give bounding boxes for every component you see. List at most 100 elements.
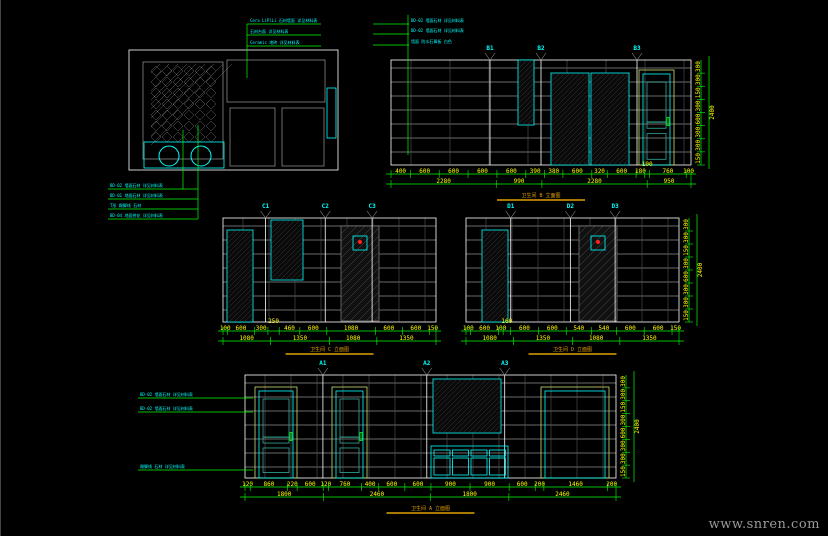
niche-pattern bbox=[340, 225, 374, 259]
plan-tile-diamond bbox=[172, 87, 184, 99]
glass-hatch-line bbox=[550, 73, 590, 113]
dimension-value: 600 bbox=[236, 325, 247, 332]
dimension-value: 600 bbox=[477, 168, 488, 175]
glass-hatch-line bbox=[226, 287, 254, 315]
height-dimension: 2400 bbox=[697, 262, 704, 277]
plan-floor-pattern bbox=[150, 63, 206, 119]
glass-hatch-line bbox=[590, 83, 630, 123]
dimension-total: 1800 bbox=[277, 491, 292, 498]
vanity-drawer bbox=[452, 449, 469, 457]
dimension-total: 1800 bbox=[462, 491, 477, 498]
glass-hatch-line bbox=[517, 107, 535, 125]
glass-hatch-line bbox=[590, 72, 601, 83]
dimension-value: 600 bbox=[479, 325, 490, 332]
dimension-value: 100 bbox=[495, 325, 506, 332]
glass-hatch-line bbox=[590, 118, 630, 158]
glass-hatch-line bbox=[238, 307, 254, 323]
elevation-title: 卫生间 C 立面图 bbox=[310, 346, 349, 353]
glass-hatch-line bbox=[481, 237, 509, 265]
dimension-value: 460 bbox=[284, 325, 295, 332]
vanity-door bbox=[470, 457, 488, 476]
glass-hatch-line bbox=[498, 312, 509, 323]
plan-tile-diamond bbox=[161, 98, 173, 110]
dimension-value: 600 bbox=[572, 168, 583, 175]
plan-tile-diamond bbox=[205, 87, 217, 99]
plan-tile-diamond bbox=[205, 76, 217, 88]
niche-pattern bbox=[579, 283, 618, 322]
dimension-total: 1080 bbox=[482, 335, 497, 342]
glass-hatch-line bbox=[226, 257, 254, 285]
glass-hatch-line bbox=[493, 307, 509, 323]
plan-outer-wall bbox=[128, 49, 339, 171]
glass-hatch-line bbox=[503, 317, 509, 323]
glass-hatch-line bbox=[550, 88, 590, 128]
glass-hatch-line bbox=[432, 378, 438, 384]
glass-hatch-line bbox=[481, 232, 509, 260]
niche-pattern bbox=[340, 235, 380, 275]
vanity-drawer bbox=[489, 449, 506, 457]
glass-hatch-line bbox=[270, 221, 304, 255]
niche-pattern bbox=[340, 251, 380, 291]
elevation-title: 卫生间 D 立面图 bbox=[553, 346, 592, 353]
glass-hatch-line bbox=[590, 72, 626, 108]
glass-hatch-line bbox=[572, 148, 590, 166]
dimension-total: 2280 bbox=[436, 178, 451, 185]
dimension-value: 1460 bbox=[568, 481, 583, 488]
glass-hatch-line bbox=[432, 378, 473, 419]
plan-floor-pattern bbox=[150, 63, 161, 74]
vertical-dimension-value: 300 bbox=[620, 453, 627, 464]
glass-hatch-line bbox=[457, 389, 502, 434]
niche-pattern bbox=[340, 225, 350, 235]
glass-hatch-line bbox=[481, 262, 509, 290]
section-marker-label: C3 bbox=[368, 203, 376, 210]
height-dimension: 2400 bbox=[634, 419, 641, 434]
dimension-value: 860 bbox=[263, 481, 274, 488]
section-marker-label: B2 bbox=[537, 45, 545, 52]
plan-tile-diamond bbox=[205, 109, 217, 121]
material-annotation: BD-02 墙面石材 详见材料表 bbox=[140, 405, 193, 411]
plan-tile-diamond bbox=[150, 76, 162, 88]
plan-tile-diamond bbox=[161, 87, 173, 99]
door-leaf bbox=[642, 73, 671, 166]
dimension-value: 390 bbox=[530, 168, 541, 175]
section-marker-label: C1 bbox=[262, 203, 270, 210]
section-marker-arrow bbox=[319, 210, 331, 219]
glass-hatch-line bbox=[517, 59, 523, 65]
glass-hatch-line bbox=[550, 72, 566, 88]
glass-hatch-line bbox=[477, 409, 502, 434]
glass-hatch-line bbox=[607, 143, 630, 166]
glass-hatch-line bbox=[226, 247, 254, 275]
glass-hatch-line bbox=[590, 98, 630, 138]
door-panel-upper bbox=[646, 81, 667, 123]
dimension-value: 400 bbox=[395, 168, 406, 175]
dimension-value: 200 bbox=[534, 481, 545, 488]
plan-tile-diamond bbox=[194, 131, 206, 143]
section-marker-arrow bbox=[421, 367, 433, 376]
glass-hatch-line bbox=[481, 292, 509, 320]
dimension-value: 600 bbox=[547, 325, 558, 332]
niche-pattern bbox=[357, 299, 380, 322]
material-annotation: BD-02 墙面石材 详见材料表 bbox=[140, 391, 193, 397]
section-marker-arrow bbox=[565, 210, 576, 219]
plan-floor-pattern bbox=[150, 63, 233, 146]
glass-hatch-line bbox=[270, 219, 296, 245]
glass-hatch-line bbox=[550, 108, 590, 148]
glass-hatch-line bbox=[590, 123, 630, 163]
glass-hatch-line bbox=[517, 59, 533, 75]
dimension-value: 900 bbox=[445, 481, 456, 488]
glass-hatch-line bbox=[587, 163, 590, 166]
glass-hatch-line bbox=[602, 138, 630, 166]
door-leaf bbox=[335, 390, 364, 479]
glass-hatch-line bbox=[289, 266, 304, 281]
glass-hatch-line bbox=[481, 229, 487, 235]
dimension-value: 160 bbox=[501, 318, 512, 325]
dimension-value: 1080 bbox=[344, 325, 359, 332]
section-marker-arrow bbox=[505, 210, 516, 219]
vertical-dimension-value: 150 bbox=[620, 466, 627, 477]
material-annotation: 踢脚线 石材 详见材料表 bbox=[140, 463, 185, 469]
glass-hatch-line bbox=[447, 379, 502, 434]
